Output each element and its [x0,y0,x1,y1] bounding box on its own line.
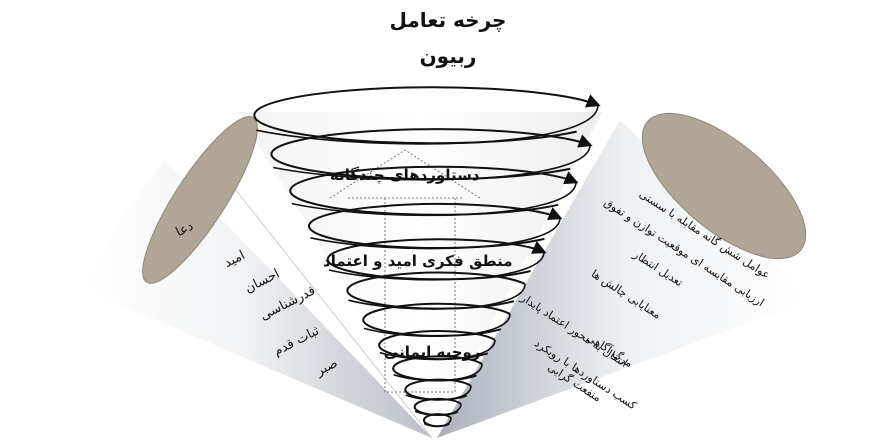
right-cone [437,112,810,438]
spiral-connector [423,417,452,428]
inner-label-middle: منطق فکری امید و اعتماد [323,252,513,270]
spiral-connector [328,251,545,281]
page-subtitle: ربیون [419,44,477,68]
spiral-connector [379,339,496,361]
spiral-connector [310,217,561,250]
inner-label-bottom: روحیه ایمانی [384,343,481,361]
spiral-connector [363,313,511,337]
spiral [253,86,601,428]
spiral-connector [291,181,577,217]
dotted-house-outline [329,149,481,393]
page-title: چرخه تعامل [389,8,507,32]
inner-label-top: دستاوردهای چندگانه [330,166,480,184]
spiral-connector [348,283,526,310]
spiral-connector [273,144,591,181]
left-cone [86,116,433,439]
